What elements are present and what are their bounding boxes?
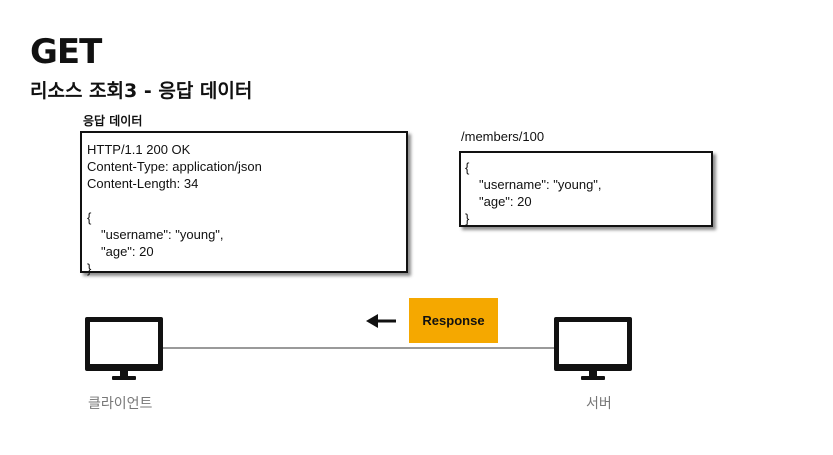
blank-line (87, 192, 406, 209)
resource-line-age: "age": 20 (479, 194, 532, 209)
header-content-type: Content-Type: application/json (87, 159, 262, 174)
arrow-left-icon (366, 314, 396, 328)
server-monitor-icon (554, 317, 632, 380)
resource-open-brace: { (465, 160, 470, 175)
server-label: 서버 (586, 396, 612, 412)
resource-panel-label: /members/100 (461, 129, 545, 144)
body-line-age: "age": 20 (101, 244, 154, 259)
body-line-username: "username": "young", (101, 227, 224, 242)
status-line: HTTP/1.1 200 OK (87, 142, 191, 157)
body-open-brace: { (87, 210, 92, 225)
resource-line-username: "username": "young", (479, 177, 602, 192)
connection-line (160, 347, 555, 349)
body-close-brace: } (87, 261, 92, 276)
response-label-box: Response (409, 298, 498, 343)
slide-title: GET (30, 32, 102, 72)
response-panel: HTTP/1.1 200 OK Content-Type: applicatio… (80, 131, 408, 276)
resource-close-brace: } (465, 211, 470, 226)
header-content-length: Content-Length: 34 (87, 176, 199, 191)
client-label: 클라이언트 (88, 396, 153, 412)
slide-subtitle: 리소스 조회3 - 응답 데이터 (30, 80, 253, 102)
response-panel-label: 응답 데이터 (83, 114, 143, 128)
resource-panel: { "username": "young", "age": 20 } (459, 151, 713, 227)
client-monitor-icon (85, 317, 163, 380)
